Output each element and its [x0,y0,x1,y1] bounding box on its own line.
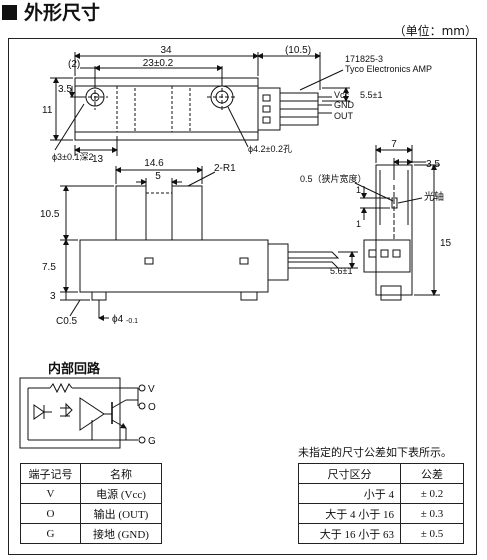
dim-1-lower: 1 [356,219,361,229]
dim-13: 13 [92,154,104,165]
circuit-outline [19,377,121,449]
dim-15: 15 [440,238,452,249]
tolerance-value: ± 0.3 [400,503,464,524]
page-title-text: 外形尺寸 [24,2,101,24]
pin-table-header-name: 名称 [80,463,162,484]
circuit-pin-v: V [148,384,155,395]
table-row: O 输出 (OUT) [20,503,162,524]
tolerance-range: 大于 4 小于 16 [298,503,401,524]
table-row: V 电源 (Vcc) [20,483,162,504]
hole-small-label: ϕ3±0.1深2 [52,152,94,162]
hole-large-label: ϕ4.2±0.2孔 [248,144,292,154]
dim-7-side: 7 [391,139,397,150]
table-row: 尺寸区分 公差 [298,463,464,484]
pin-label-out: OUT [334,111,354,121]
tolerance-header-range: 尺寸区分 [298,463,401,484]
dim-14-6: 14.6 [144,158,164,169]
dim-hole-pitch: 23±0.2 [143,58,174,69]
dim-phi4-tolerance: -0.1 [126,318,138,325]
drawing-frame [8,38,477,555]
dim-5-slot: 5 [155,171,161,182]
led-symbol [33,404,45,420]
front-view-base [79,239,269,293]
table-row: G 接地 (GND) [20,523,162,544]
dim-height-11: 11 [42,105,53,116]
circuit-title: 内部回路 [48,362,101,377]
optical-axis-label: 光轴 [424,190,444,203]
connector-part-number: 171825-3 [345,54,383,64]
dim-3: 3 [50,291,56,302]
dim-c0-5: C0.5 [56,316,78,327]
table-row: 大于 4 小于 16 ± 0.3 [298,503,464,524]
pin-symbol: O [20,503,81,524]
dim-overall-length: 34 [160,45,172,56]
table-row: 大于 16 小于 63 ± 0.5 [298,523,464,544]
dim-5-6: 5.6±1 [330,266,352,276]
tolerance-value: ± 0.2 [400,483,464,504]
front-view-right-arm [171,185,203,241]
table-row: 小于 4 ± 0.2 [298,483,464,504]
pin-name: 电源 (Vcc) [80,483,162,504]
dim-2-r1: 2-R1 [214,163,236,174]
tolerance-header-value: 公差 [400,463,464,484]
pin-name: 接地 (GND) [80,523,162,544]
circuit-pin-o: O [148,402,156,413]
page-title: 外形尺寸 [2,2,100,24]
pin-table: 端子记号 名称 V 电源 (Vcc) O 输出 (OUT) G 接地 (GND) [20,463,162,544]
front-connector [267,243,289,281]
dim-2: (2) [68,59,80,70]
dim-7-5: 7.5 [42,262,56,273]
pin-table-header-symbol: 端子记号 [20,463,81,484]
connector-maker: Tyco Electronics AMP [345,64,432,74]
side-connector [363,239,411,273]
dim-3-5-side: 3.5 [426,159,440,170]
unit-label: （单位：mm） [393,24,477,38]
resistor-symbol [49,382,73,394]
table-row: 端子记号 名称 [20,463,162,484]
dim-phi4: ϕ4 [112,314,124,325]
dim-connector-length: (10.5) [285,45,311,56]
dim-1-upper: 1 [356,185,361,195]
slit-width-label: 0.5（狭片宽度） [300,173,367,184]
dim-5-5: 5.5±1 [360,90,382,100]
top-view-body [74,77,259,141]
tolerance-range: 大于 16 小于 63 [298,523,401,544]
tolerance-range: 小于 4 [298,483,401,504]
square-bullet-icon [2,5,17,20]
dim-10-5: 10.5 [40,209,60,220]
dim-3-5-top: 3.5 [58,84,72,95]
tolerance-table: 尺寸区分 公差 小于 4 ± 0.2 大于 4 小于 16 ± 0.3 大于 1… [298,463,464,544]
pin-symbol: V [20,483,81,504]
tolerance-note: 未指定的尺寸公差如下表所示。 [298,446,452,459]
pin-label-gnd: GND [334,100,355,110]
tolerance-value: ± 0.5 [400,523,464,544]
pin-name: 输出 (OUT) [80,503,162,524]
circuit-pin-g: G [148,436,156,447]
pin-symbol: G [20,523,81,544]
front-view-left-arm [115,185,147,241]
pin-label-vcc: Vcc [334,90,350,100]
